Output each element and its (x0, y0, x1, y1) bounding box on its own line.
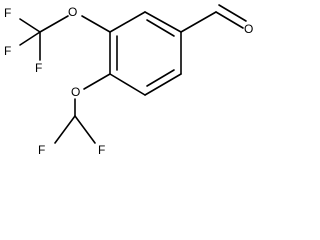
bond-cf3-to-f-left (19, 31, 41, 46)
bond-ring-to-cho (180, 11, 217, 33)
bond-chf2-to-f-left (54, 115, 76, 144)
ring-bond-c1-c2 (144, 11, 182, 33)
bond-o-to-cf3 (39, 15, 69, 33)
atom-f-top: F (4, 6, 11, 20)
bond-ring-to-o-ochf2 (83, 73, 111, 90)
atom-f-chf2-right: F (98, 143, 105, 157)
structure-diagram: F F F O O O F F (4, 4, 253, 157)
ring-bond-c6-c1 (109, 11, 146, 33)
ring-inner-double-c1-c2 (146, 19, 175, 37)
atom-o-aldehyde: O (244, 22, 253, 36)
atom-f-left: F (4, 44, 11, 58)
bond-cho-c-o-1 (215, 11, 244, 29)
bond-ring-to-o-ocf3 (81, 15, 111, 33)
ring-inner-double-c3-c4 (146, 69, 175, 87)
bond-cf3-to-f-top (19, 18, 41, 33)
bond-chf2-to-f-right (74, 115, 96, 144)
bond-cho-c-o-2 (218, 4, 247, 22)
atom-f-chf2-left: F (38, 143, 45, 157)
molecule-svg: F F F O O O F F (4, 4, 253, 157)
ring-bond-c3-c4 (144, 73, 182, 96)
atom-o-difluoromethoxy: O (71, 85, 80, 99)
ring-bond-c4-c5 (109, 73, 146, 96)
atom-f-bottom: F (35, 61, 42, 75)
atom-o-trifluoromethoxy: O (68, 5, 77, 19)
